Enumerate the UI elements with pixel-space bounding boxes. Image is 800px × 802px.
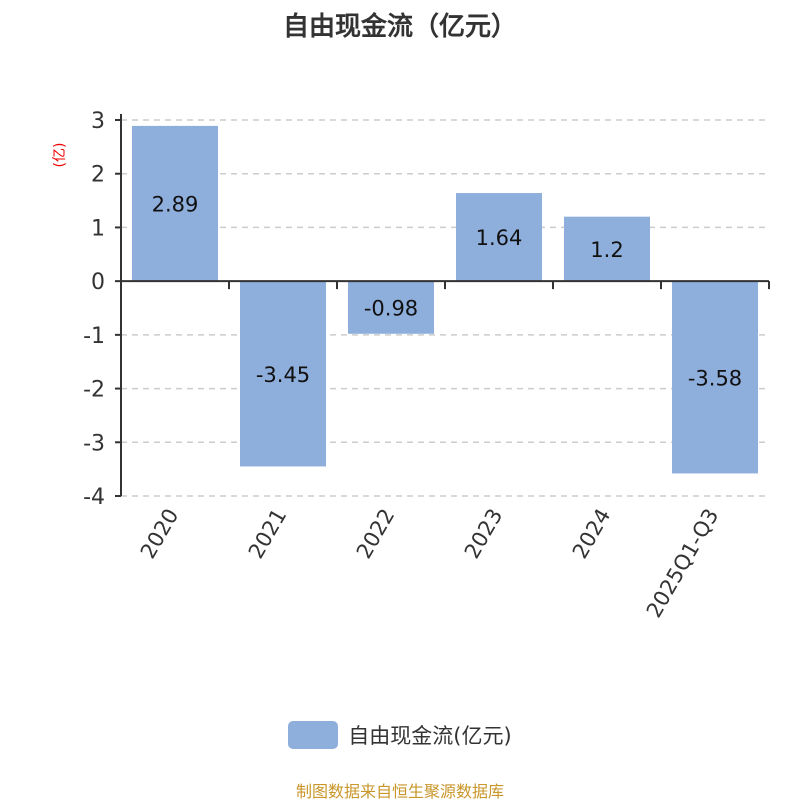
y-tick-label: -2 [83,378,105,403]
y-tick-label: 3 [91,109,105,134]
x-tick-label: 2022 [352,505,400,563]
data-source-note: 制图数据来自恒生聚源数据库 [295,782,504,801]
legend-label: 自由现金流(亿元) [348,724,512,748]
bar-value-label: 2.89 [152,193,199,217]
legend[interactable]: 自由现金流(亿元) [0,720,800,750]
y-tick-label: -4 [83,485,105,510]
bar [348,281,434,334]
bar-value-label: -3.58 [688,366,742,390]
bar [564,216,650,282]
chart-title: 自由现金流（亿元） [282,12,517,42]
y-tick-label: -3 [83,431,105,456]
y-tick-label: 2 [91,163,105,188]
bar-value-label: 1.2 [590,238,623,262]
x-tick-label: 2020 [136,505,184,563]
bar [132,125,218,282]
y-tick-label: -1 [83,324,105,349]
y-axis-label: (亿) [52,143,68,168]
x-tick-label: 2021 [244,505,292,563]
bar [672,281,758,474]
legend-swatch [288,721,339,749]
x-tick-label: 2024 [568,505,616,563]
x-tick-label: 2025Q1-Q3 [642,505,724,622]
bar-value-label: -3.45 [256,363,310,387]
x-tick-label: 2023 [460,505,508,563]
bar-value-label: -0.98 [364,296,418,320]
bar [240,281,326,467]
y-tick-label: 1 [91,216,105,241]
bar-value-label: 1.64 [476,226,523,250]
y-tick-label: 0 [91,270,105,295]
bar [456,193,542,282]
